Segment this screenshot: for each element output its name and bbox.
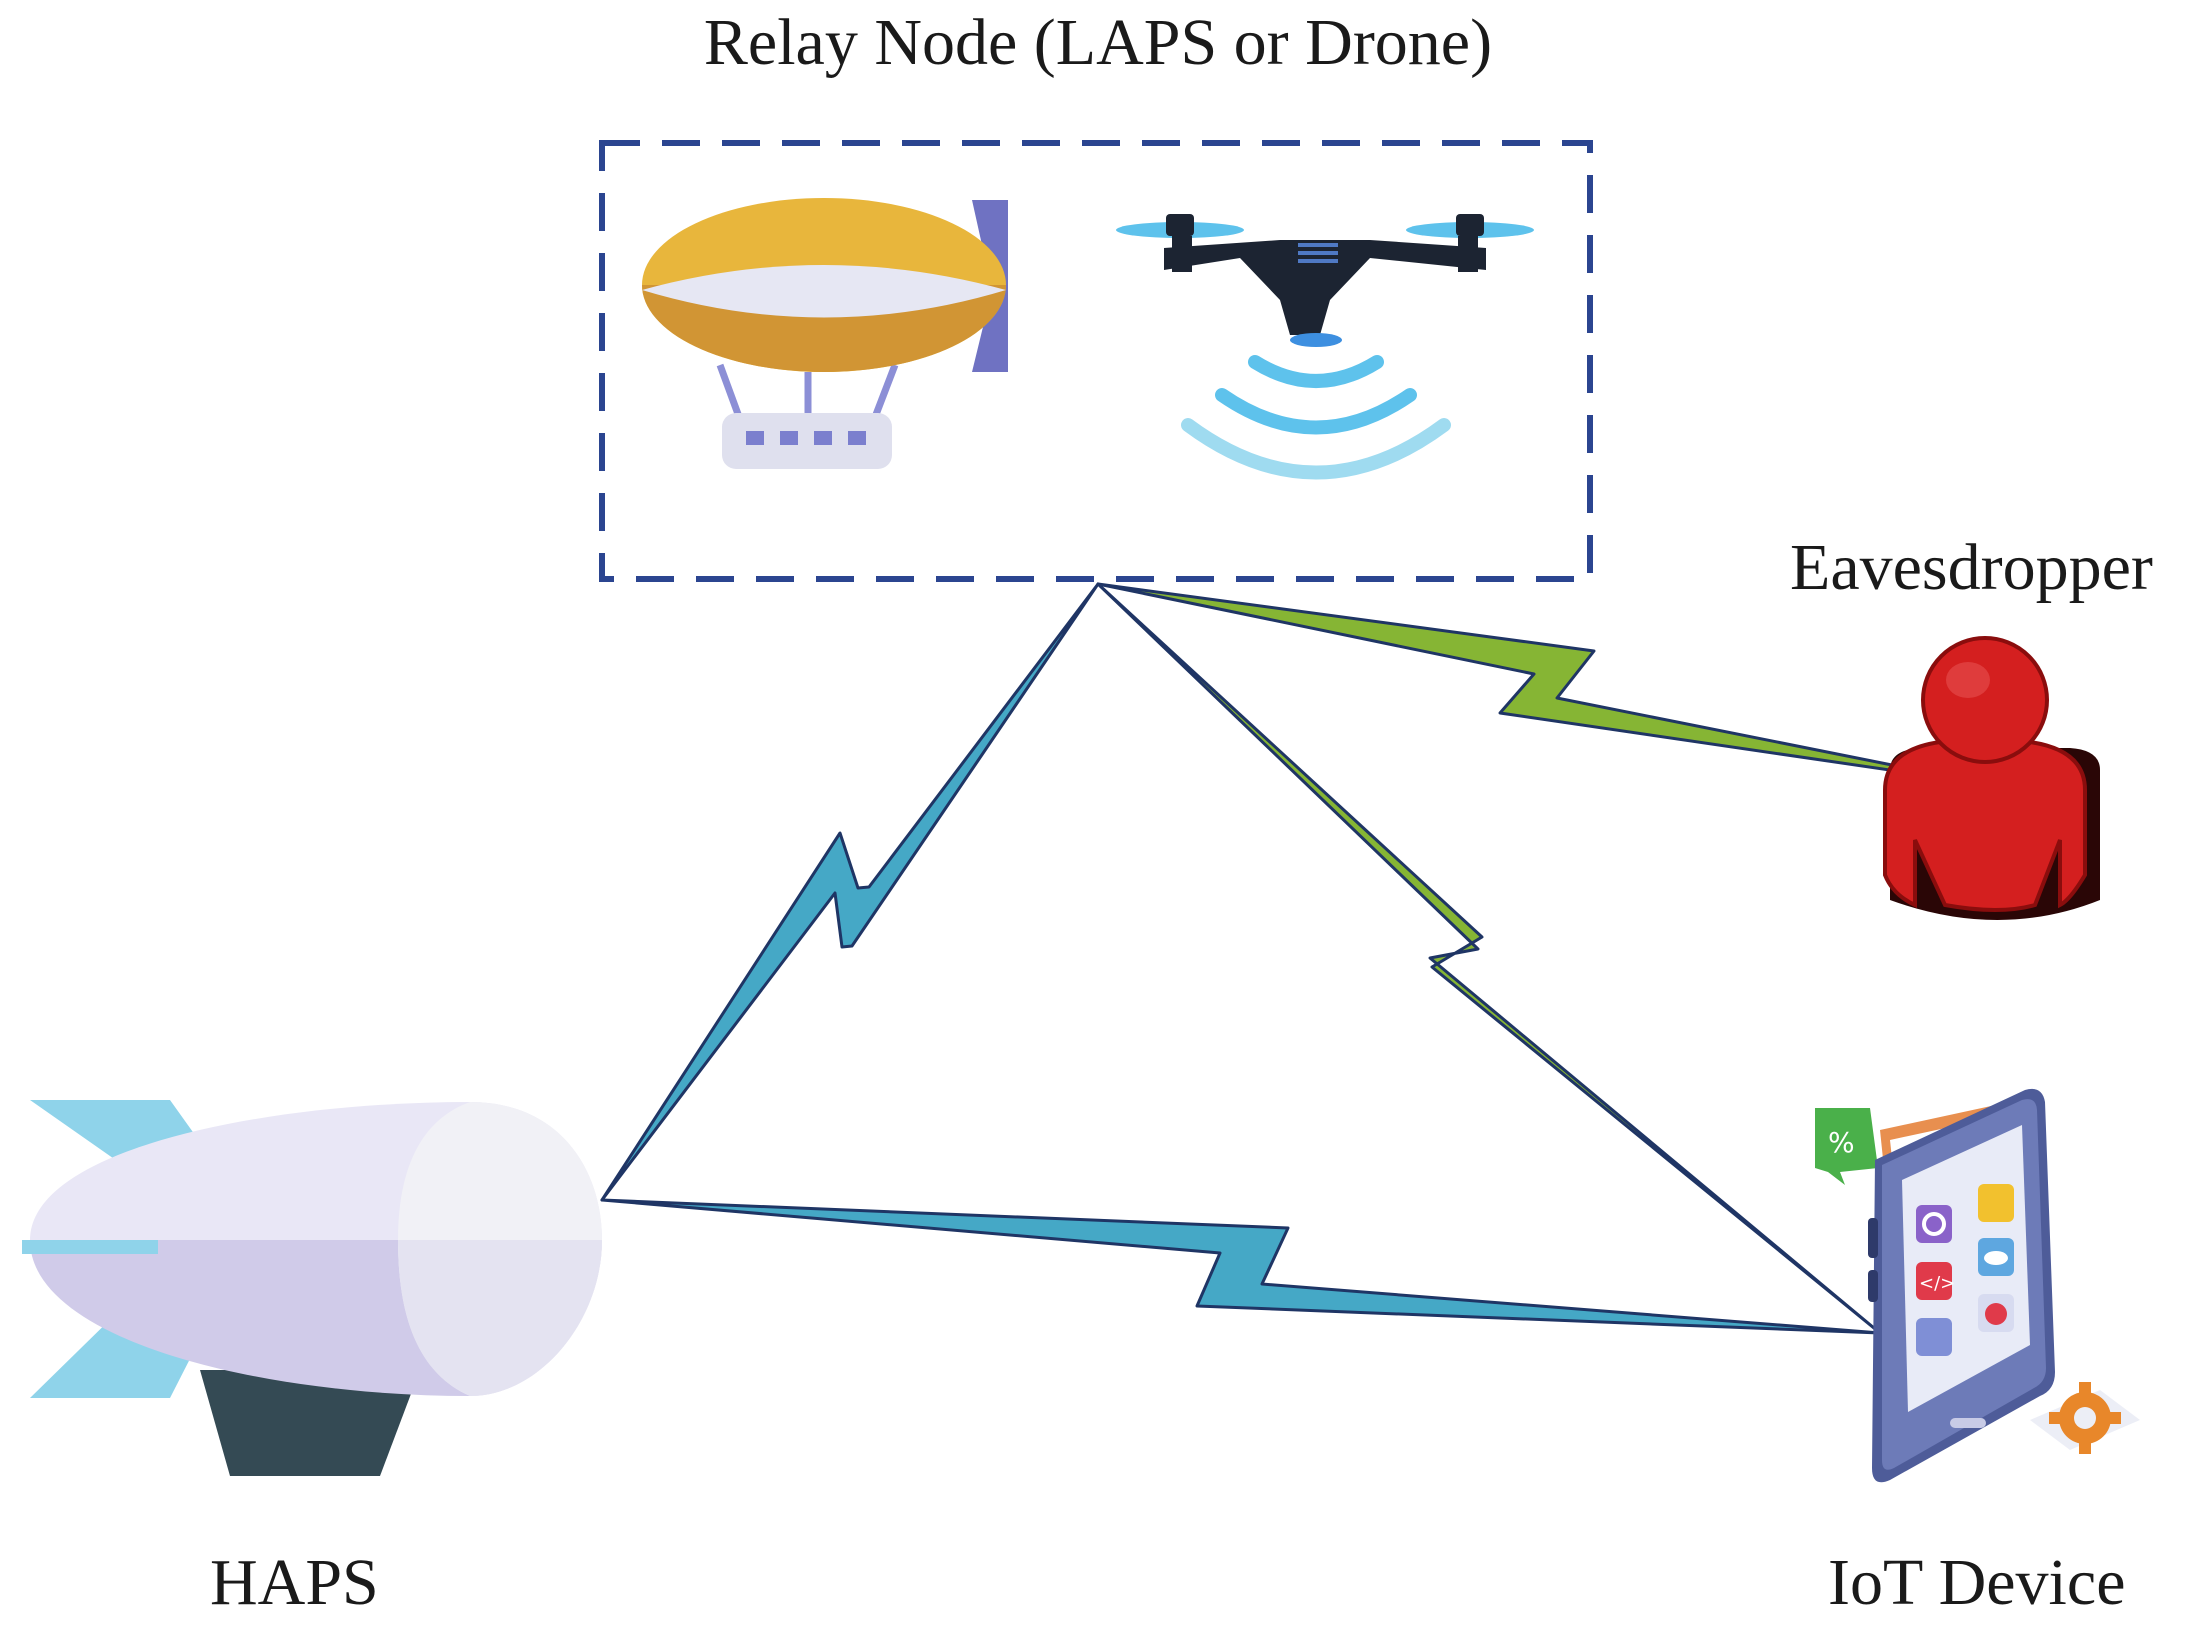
iot-device-label: IoT Device [1828, 1546, 2126, 1619]
relay-node-box [599, 140, 1593, 582]
laps-blimp-icon [642, 198, 1008, 469]
link-haps-to-relay [600, 582, 1100, 1202]
link-haps-to-iot [600, 1198, 1882, 1335]
eavesdropper-person-icon [1883, 636, 2100, 920]
haps-airship-icon [22, 1100, 602, 1476]
iot-percent-badge: % [1828, 1126, 1855, 1159]
iot-code-badge: </> [1919, 1273, 1955, 1294]
iot-smartphone-icon: % </> [1815, 1088, 2140, 1483]
relay-node-title: Relay Node (LAPS or Drone) [703, 6, 1493, 79]
link-relay-to-eavesdropper [1096, 582, 1994, 787]
eavesdropper-label: Eavesdropper [1790, 531, 2153, 604]
drone-icon [1116, 214, 1534, 480]
haps-label: HAPS [210, 1546, 379, 1619]
link-relay-to-iot [1096, 582, 1882, 1335]
